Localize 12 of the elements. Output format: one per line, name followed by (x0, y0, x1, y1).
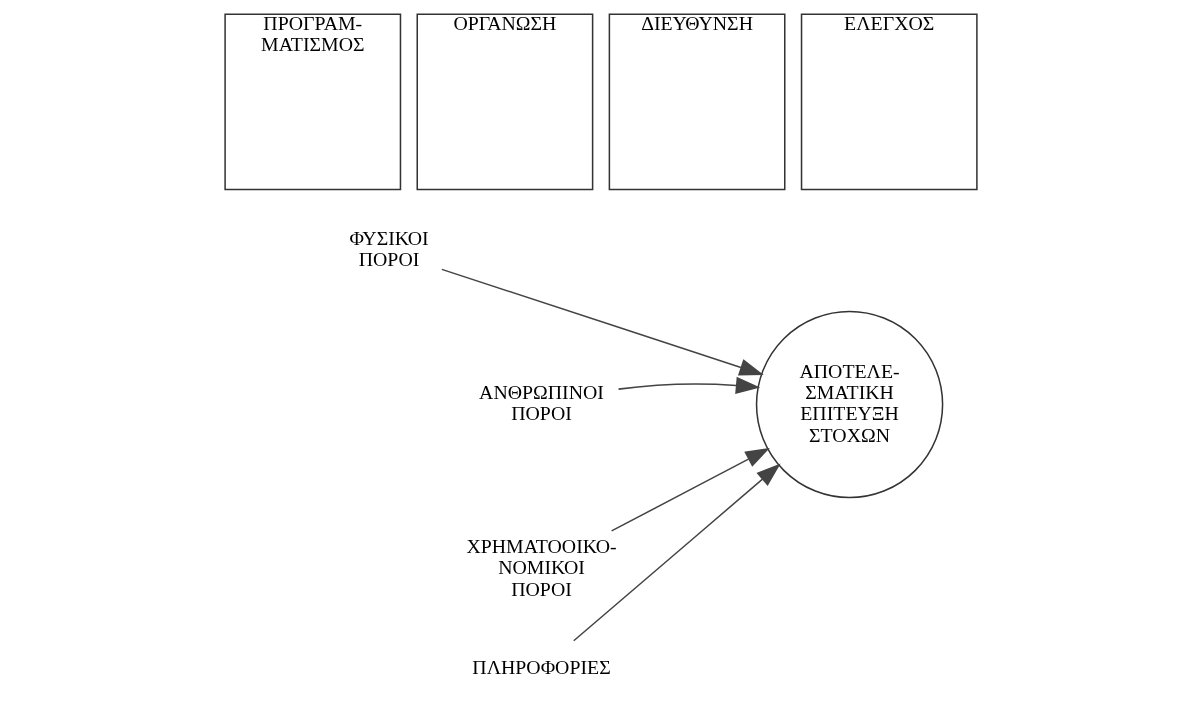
node-box: ΟΡΓΑΝΩΣΗ (416, 13, 593, 191)
arrow (617, 376, 760, 394)
node-text: ΦΥΣΙΚΟΙ ΠΟΡΟΙ (348, 227, 429, 271)
node-text: ΧΡΗΜΑΤΟΟΙΚΟ- ΝΟΜΙΚΟΙ ΠΟΡΟΙ (465, 535, 617, 600)
node-box: ΠΡΟΓΡΑΜ- ΜΑΤΙΣΜΟΣ (223, 13, 401, 191)
arrow (610, 447, 770, 532)
arrow (440, 268, 764, 376)
arrow (572, 463, 781, 642)
node-text: ΑΝΘΡΩΠΙΝΟΙ ΠΟΡΟΙ (478, 381, 604, 425)
node-box: ΕΛΕΓΧΟΣ (800, 13, 978, 191)
node-text: ΠΛΗΡΟΦΟΡΙΕΣ (471, 655, 611, 678)
node-box: ΔΙΕΥΘΥΝΣΗ (608, 13, 785, 191)
